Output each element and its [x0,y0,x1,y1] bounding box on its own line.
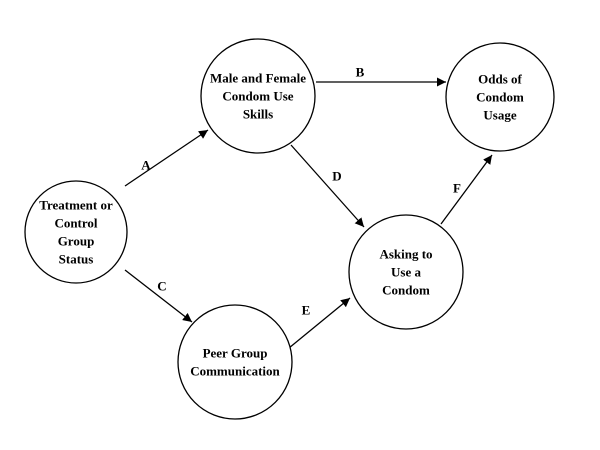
node-label-treatment-1: Control [54,216,97,231]
edge-label-a: A [141,158,151,173]
node-asking: Asking to Use a Condom [348,214,464,330]
node-label-odds-2: Usage [483,108,516,123]
edge-label-c: C [157,279,166,294]
node-label-treatment-2: Group [58,234,95,249]
node-label-odds-1: Condom [476,90,524,105]
edge-asking-to-odds: F [440,154,493,225]
node-label-peer-0: Peer Group [203,346,268,361]
edge-peer-to-asking: E [288,297,351,349]
edge-label-d: D [332,169,341,184]
node-label-odds-0: Odds of [478,72,522,87]
node-label-treatment-3: Status [59,252,94,267]
arrow-e [288,297,351,349]
arrow-c [124,269,193,323]
edge-skills-to-odds: B [316,65,446,87]
edge-treatment-to-peer: C [124,269,193,323]
node-label-peer-1: Communication [190,364,280,379]
arrow-f [440,154,493,225]
edge-label-b: B [356,65,365,80]
node-circle-odds [445,42,555,152]
node-circle-treatment [24,180,128,284]
edge-skills-to-asking: D [290,144,365,228]
arrow-a [124,129,209,187]
node-label-asking-1: Use a [391,265,421,280]
node-label-asking-2: Condom [382,283,430,298]
node-circle-asking [348,214,464,330]
node-label-skills-2: Skills [243,107,273,122]
edge-label-e: E [302,303,311,318]
node-label-treatment-0: Treatment or [39,198,113,213]
edge-label-f: F [453,181,461,196]
arrow-d [290,144,365,228]
node-label-asking-0: Asking to [379,247,432,262]
edge-treatment-to-skills: A [124,129,209,187]
node-label-skills-1: Condom Use [222,89,293,104]
node-circle-peer [177,304,293,420]
node-label-skills-0: Male and Female [210,71,306,86]
node-circle-skills [200,38,316,154]
